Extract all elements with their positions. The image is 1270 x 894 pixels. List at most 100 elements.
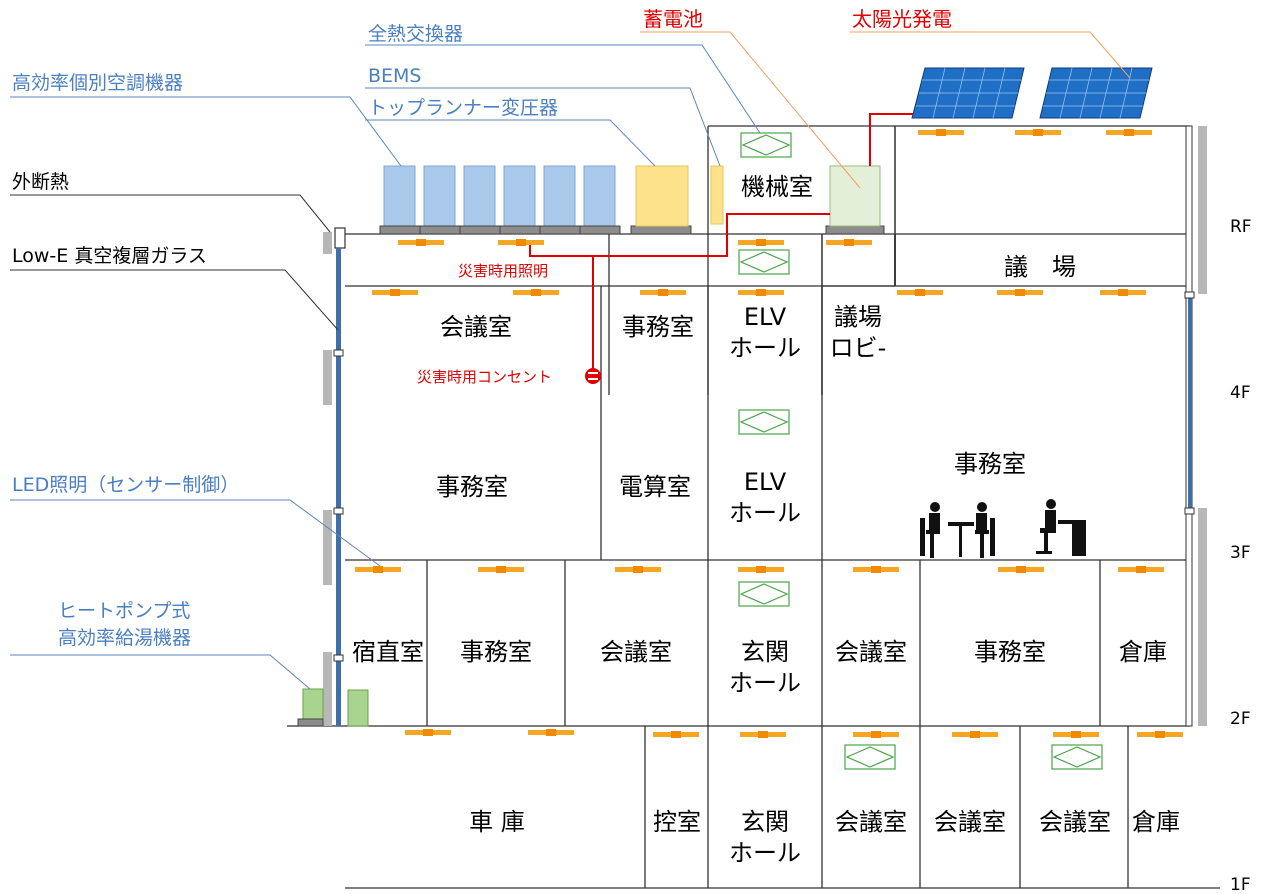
vent-units [738, 132, 1103, 770]
leader-lines-black [10, 194, 339, 331]
ac-unit [503, 165, 536, 227]
vent-diamond [739, 583, 789, 605]
heatpump-unit [302, 688, 324, 720]
led-light-center [423, 729, 433, 736]
room-kikai: 機械室 [741, 173, 813, 201]
room-gijou: 議 場 [1004, 253, 1076, 281]
led-light-center [516, 239, 526, 246]
led-light-center [1015, 289, 1025, 296]
callout-solar: 太陽光発電 [852, 7, 952, 31]
room-2f-souko: 倉庫 [1119, 638, 1167, 666]
battery [829, 165, 881, 227]
callout-lowe: Low-E 真空複層ガラス [12, 245, 207, 267]
ac-unit [463, 165, 496, 227]
room-2f-kaigi-a: 会議室 [600, 638, 672, 666]
ac-unit [383, 165, 416, 227]
vent-diamond [741, 134, 791, 156]
room-3f-densan: 電算室 [619, 473, 691, 501]
led-light-center [756, 239, 766, 246]
room-2f-jimu-b: 事務室 [974, 638, 1046, 666]
room-2f-shukuchoku: 宿直室 [352, 638, 424, 666]
ac-unit [423, 165, 456, 227]
callout-toprunner: トップランナー変圧器 [368, 97, 558, 119]
vent-unit [740, 132, 792, 158]
glass-left [336, 248, 341, 726]
led-light-center [1118, 289, 1128, 296]
vent-diamond [739, 411, 789, 433]
room-labels: 機械室 会議室 事務室 ELV ホール 議場 ロビ- 議 場 事務室 電算室 E… [352, 173, 1180, 867]
ac-unit [583, 165, 616, 227]
room-4f-lobby: 議場 [834, 303, 882, 331]
room-1f-genkan-hall: ホール [729, 839, 801, 867]
callout-gaidannetsu: 外断熱 [12, 171, 69, 193]
vent-diamond [1052, 746, 1102, 768]
solar-panels [911, 67, 1153, 119]
vent-unit [738, 249, 790, 275]
room-3f-elv: ELV [744, 468, 787, 496]
led-light-center [844, 239, 854, 246]
room-1f-kaigi-a: 会議室 [835, 808, 907, 836]
led-light-center [756, 289, 766, 296]
led-light-center [1124, 129, 1134, 136]
vent-diamond [739, 251, 789, 273]
led-light-center [531, 289, 541, 296]
led-light-center [390, 289, 400, 296]
ac-unit [543, 165, 576, 227]
room-2f-genkan-hall: ホール [729, 669, 801, 697]
room-2f-kaigi-b: 会議室 [835, 638, 907, 666]
led-light-center [936, 129, 946, 136]
room-4f-elv: ELV [744, 303, 787, 331]
room-4f-elv-hall: ホール [729, 334, 801, 362]
led-light-center [758, 731, 768, 738]
people-icon [920, 502, 995, 558]
hot-water-tank [347, 689, 369, 727]
leader-lines [10, 44, 761, 690]
callout-battery: 蓄電池 [643, 7, 703, 31]
callout-led: LED照明（センサー制御） [12, 474, 239, 496]
led-light-center [633, 566, 643, 573]
floor-label-rf: RF [1230, 217, 1252, 237]
vent-diamond [845, 746, 895, 768]
led-light-center [915, 289, 925, 296]
exterior-walls [323, 125, 1207, 727]
floor-label-4f: 4F [1230, 383, 1251, 403]
vent-unit [844, 744, 896, 770]
led-lights [355, 129, 1183, 738]
vent-unit [738, 581, 790, 607]
room-4f-jimu: 事務室 [622, 313, 694, 341]
callout-heatpump-1: ヒートポンプ式 [58, 600, 190, 622]
room-1f-genkan: 玄関 [741, 808, 789, 836]
callout-koukouritsu: 高効率個別空調機器 [12, 72, 183, 94]
led-light-center [871, 566, 881, 573]
leader-lines-orange [640, 31, 1131, 189]
led-light-center [546, 729, 556, 736]
led-light-center [658, 289, 668, 296]
outlet-icon [585, 368, 601, 384]
callout-zennetsu: 全熱交換器 [368, 23, 463, 45]
ac-units [383, 165, 616, 227]
room-1f-shako: 車 庫 [469, 808, 525, 836]
vent-unit [1051, 744, 1103, 770]
room-4f-lobby-2: ロビ- [830, 334, 887, 362]
led-light-center [671, 731, 681, 738]
led-light-center [1071, 731, 1081, 738]
bems-panel [710, 165, 724, 225]
callout-emergency-outlet: 災害時用コンセント [417, 368, 552, 386]
led-light-center [756, 566, 766, 573]
transformer [635, 165, 689, 227]
led-light-center [1136, 566, 1146, 573]
floor-labels: RF 4F 3F 2F 1F [1230, 217, 1252, 894]
led-light-center [1016, 566, 1026, 573]
floor-label-2f: 2F [1230, 709, 1251, 729]
floor-label-3f: 3F [1230, 543, 1251, 563]
emergency-wiring [529, 113, 913, 374]
floor-label-1f: 1F [1230, 875, 1251, 894]
led-light-center [416, 239, 426, 246]
room-1f-hikae: 控室 [653, 808, 701, 836]
callout-bems: BEMS [368, 65, 422, 87]
callout-emergency-light: 災害時用照明 [458, 262, 548, 280]
room-2f-jimu-a: 事務室 [460, 638, 532, 666]
room-1f-souko: 倉庫 [1132, 808, 1180, 836]
ac-bases [379, 225, 885, 235]
